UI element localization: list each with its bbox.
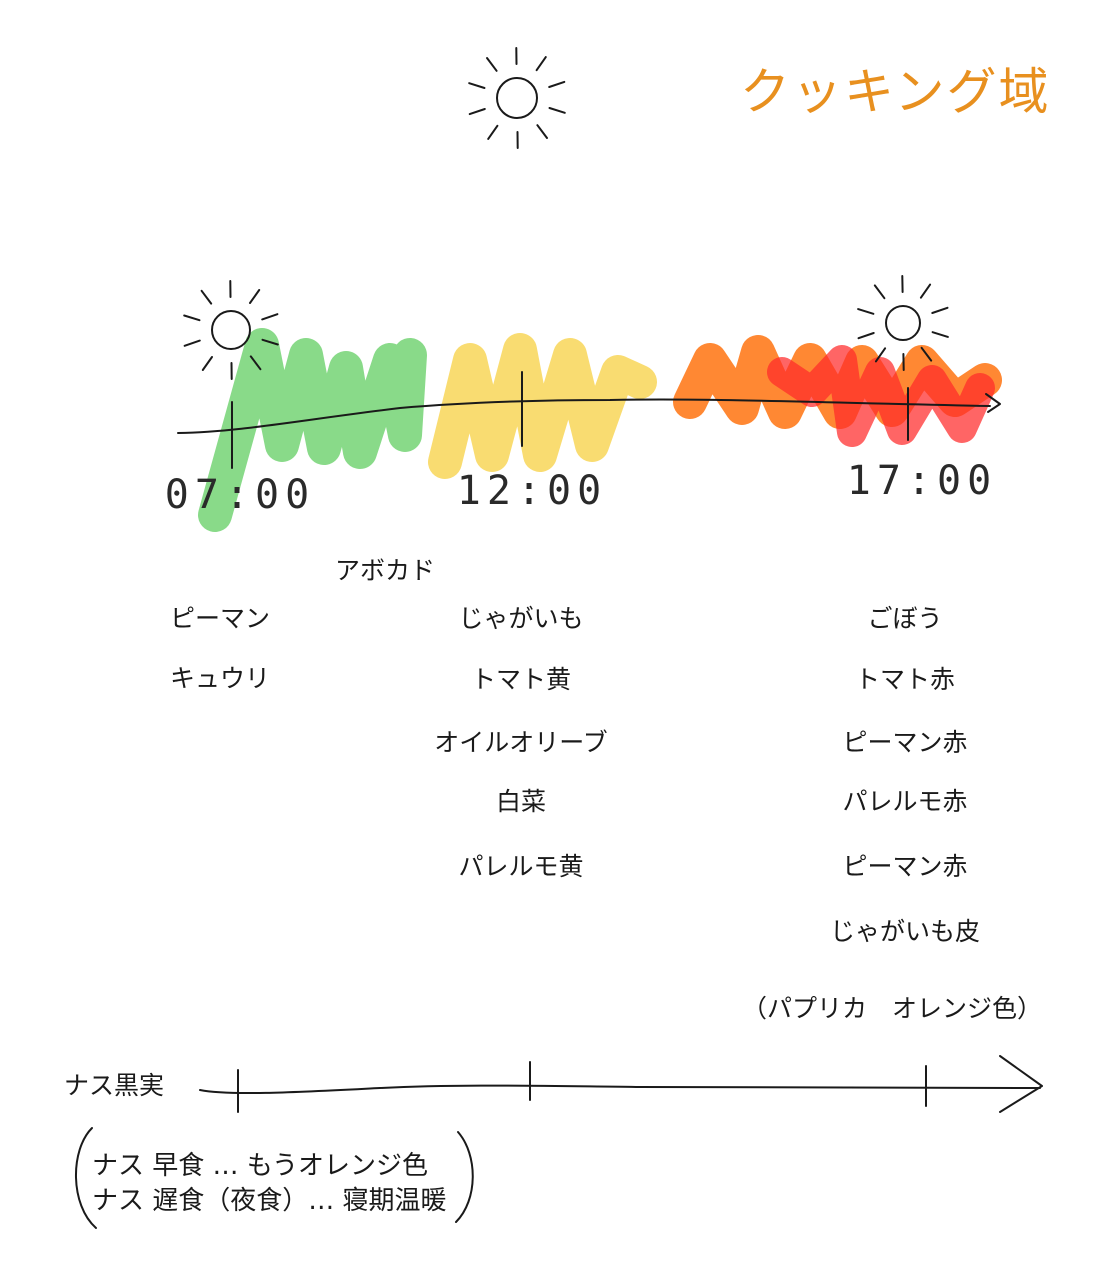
lower-timeline-arrow xyxy=(999,1055,1043,1113)
paprika-note: （パプリカ オレンジ色） xyxy=(742,994,1043,1023)
noon-band xyxy=(428,333,657,479)
noon-item: オイルオリーブ xyxy=(434,728,608,757)
lower-timeline xyxy=(199,1084,1041,1095)
noon-item: 白菜 xyxy=(495,787,547,816)
upper-timeline-arrow xyxy=(985,393,1001,413)
avocado-label: アボカド xyxy=(335,556,436,585)
morning-sun-icon xyxy=(183,280,279,380)
noon-item: じゃがいも xyxy=(458,604,584,633)
upper-timeline xyxy=(177,398,991,434)
morning-item: ピーマン xyxy=(169,604,271,633)
sun-icon xyxy=(468,47,566,149)
evening-sun-icon xyxy=(857,275,949,371)
eggplant-note-late: ナス 遅食（夜食）… 寝期温暖 xyxy=(92,1186,447,1216)
evening-item: ごぼう xyxy=(867,604,943,633)
time-label-1200: 12:00 xyxy=(456,468,608,514)
eggplant-note-early: ナス 早食 … もうオレンジ色 xyxy=(92,1151,429,1181)
evening-item: ピーマン赤 xyxy=(842,728,968,757)
evening-item: ピーマン赤 xyxy=(842,852,968,881)
evening-red-band xyxy=(767,345,995,447)
line-drawing xyxy=(75,47,1043,1229)
morning-band xyxy=(198,328,427,532)
evening-item: パレルモ赤 xyxy=(842,787,968,816)
note-bracket-right xyxy=(455,1131,474,1223)
morning-item: キュウリ xyxy=(169,664,271,693)
noon-item: パレルモ黄 xyxy=(458,852,584,881)
eggplant-label: ナス黒実 xyxy=(64,1071,165,1100)
noon-item: トマト黄 xyxy=(470,665,572,694)
page-title: クッキング域 xyxy=(740,63,1051,121)
evening-item: じゃがいも皮 xyxy=(829,917,981,946)
time-label-1700: 17:00 xyxy=(846,458,998,504)
note-bracket-left xyxy=(75,1127,97,1229)
time-label-0700: 07:00 xyxy=(164,472,316,518)
evening-item: トマト赤 xyxy=(854,665,956,694)
